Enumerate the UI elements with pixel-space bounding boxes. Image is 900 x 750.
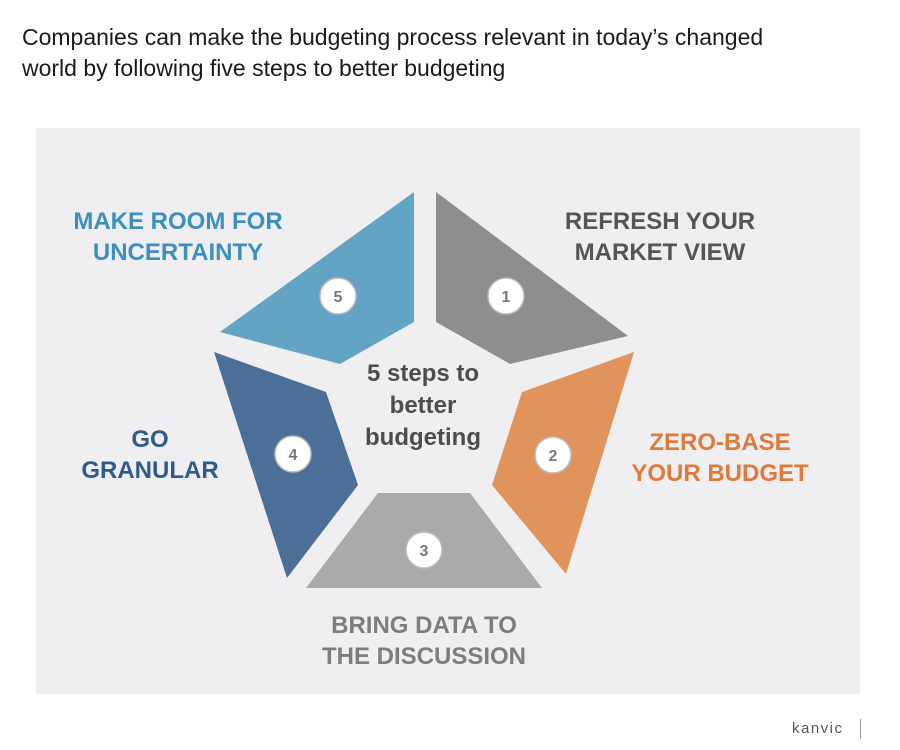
step-label-4: GO GRANULAR bbox=[60, 424, 240, 486]
step-label-3-line-1: BRING DATA TO bbox=[331, 612, 517, 639]
center-line-2: better bbox=[389, 392, 457, 419]
step-label-2-line-2: YOUR BUDGET bbox=[631, 460, 809, 487]
step-label-4-line-2: GRANULAR bbox=[81, 457, 219, 484]
step-number-5-text: 5 bbox=[334, 289, 343, 306]
step-number-2: 2 bbox=[534, 436, 572, 474]
header-line-2: world by following five steps to better … bbox=[22, 55, 506, 81]
center-line-3: budgeting bbox=[365, 424, 481, 451]
kanvic-logo: kanvic bbox=[792, 720, 844, 737]
step-label-5-line-2: UNCERTAINTY bbox=[92, 239, 264, 266]
segment-5 bbox=[220, 192, 414, 364]
step-number-1: 1 bbox=[487, 277, 525, 315]
header-line-1: Companies can make the budgeting process… bbox=[22, 24, 764, 50]
step-label-3-line-2: THE DISCUSSION bbox=[321, 643, 527, 670]
step-label-3: BRING DATA TO THE DISCUSSION bbox=[294, 610, 554, 672]
logo-divider bbox=[860, 719, 861, 739]
step-label-5-line-1: MAKE ROOM FOR bbox=[73, 208, 283, 235]
step-number-5: 5 bbox=[319, 277, 357, 315]
center-label: 5 steps to better budgeting bbox=[350, 358, 496, 454]
step-label-4-line-1: GO bbox=[131, 426, 169, 453]
step-number-3: 3 bbox=[405, 531, 443, 569]
step-number-4-text: 4 bbox=[289, 447, 298, 464]
step-label-2-line-1: ZERO-BASE bbox=[649, 429, 791, 456]
header-text: Companies can make the budgeting process… bbox=[22, 22, 882, 84]
step-label-5: MAKE ROOM FOR UNCERTAINTY bbox=[48, 206, 308, 268]
step-number-4: 4 bbox=[274, 435, 312, 473]
step-label-2: ZERO-BASE YOUR BUDGET bbox=[610, 427, 830, 489]
segment-1 bbox=[436, 192, 628, 364]
step-number-1-text: 1 bbox=[502, 289, 511, 306]
step-label-1: REFRESH YOUR MARKET VIEW bbox=[535, 206, 785, 268]
step-label-1-line-2: MARKET VIEW bbox=[574, 239, 746, 266]
step-number-2-text: 2 bbox=[549, 448, 558, 465]
center-line-1: 5 steps to bbox=[366, 360, 480, 387]
step-label-1-line-1: REFRESH YOUR bbox=[564, 208, 756, 235]
step-number-3-text: 3 bbox=[420, 543, 429, 560]
